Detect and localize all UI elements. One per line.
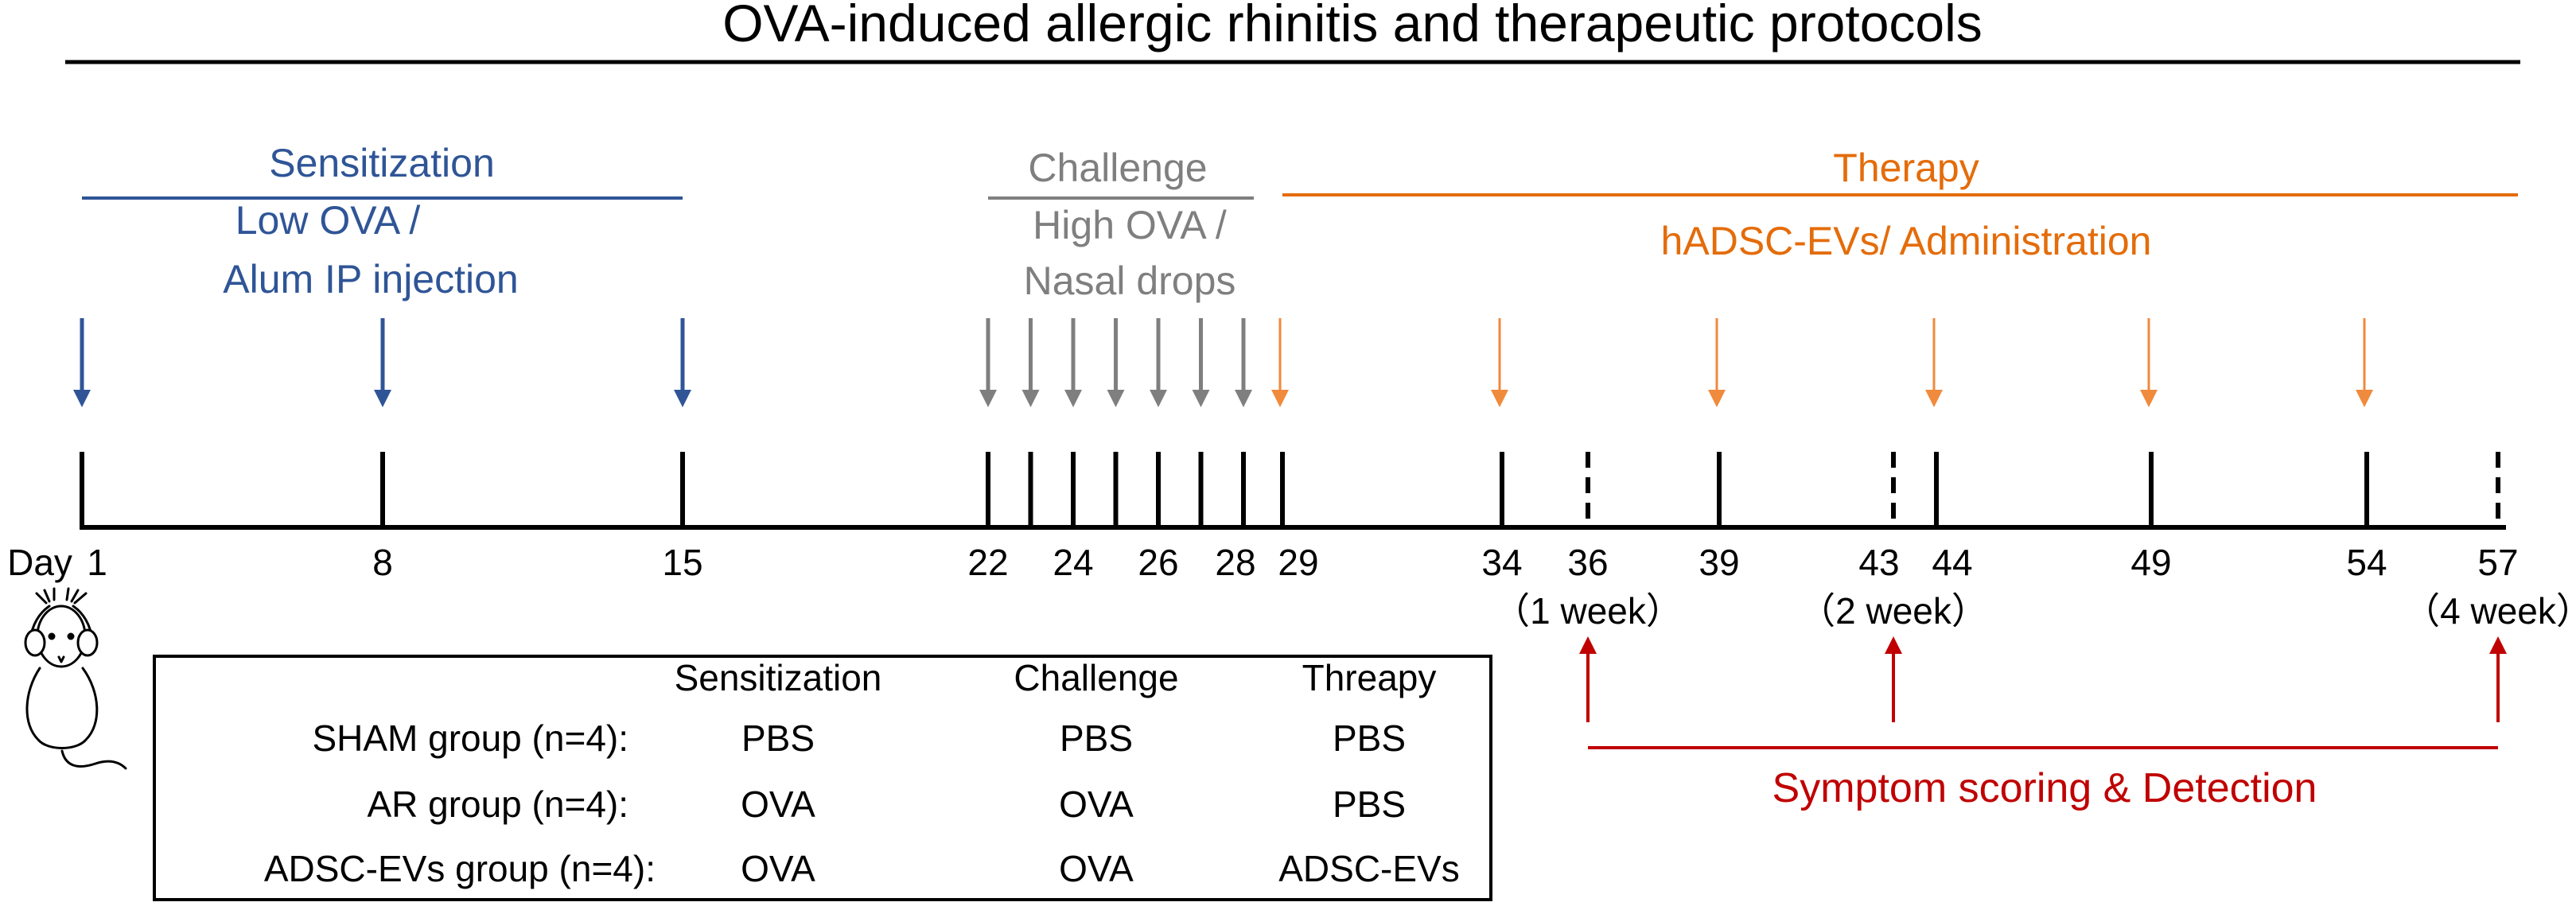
therapy-arrow [1925, 318, 1943, 407]
sensitization-sub-1: Low OVA / [235, 198, 421, 243]
timeline-week-labels: （1 week） （2 week） （4 week） [1493, 590, 2576, 632]
sensitization-arrow [374, 318, 391, 407]
challenge-arrow [1192, 318, 1210, 407]
detection-arrows [1579, 636, 2507, 722]
table-row: AR group (n=4): OVA OVA PBS [367, 784, 1406, 825]
table-header-sensitization: Sensitization [675, 657, 882, 698]
mouse-icon [24, 587, 127, 770]
therapy-label: Therapy [1833, 146, 1979, 190]
challenge-arrow [1235, 318, 1252, 407]
therapy-sub-1: hADSC-EVs/ Administration [1661, 219, 2152, 263]
table-cell: PBS [1333, 784, 1406, 825]
timeline-arrows [73, 318, 2373, 407]
detection-arrow [1885, 636, 1902, 722]
challenge-sub-2: Nasal drops [1024, 259, 1236, 303]
detection-arrow [1579, 636, 1597, 722]
tick-label: 15 [662, 542, 702, 583]
tick-label: 22 [967, 542, 1008, 583]
therapy-arrow [1491, 318, 1508, 407]
week-label: （4 week） [2403, 590, 2576, 632]
day-prefix: Day [7, 542, 72, 583]
sensitization-sub-2: Alum IP injection [223, 257, 518, 301]
challenge-sub-1: High OVA / [1033, 203, 1227, 247]
table-row: ADSC-EVs group (n=4): OVA OVA ADSC-EVs [264, 848, 1460, 889]
tick-label: 24 [1053, 542, 1093, 583]
tick-label: 44 [1932, 542, 1972, 583]
timeline-ticks [80, 452, 2500, 527]
challenge-arrow [1021, 318, 1040, 407]
tick-label: 49 [2130, 542, 2171, 583]
tick-label: 8 [372, 542, 393, 583]
table-cell: OVA [1059, 784, 1134, 825]
table-cell: OVA [741, 784, 815, 825]
challenge-arrow [1107, 318, 1125, 407]
table-row-group: SHAM group (n=4): [312, 717, 628, 759]
therapy-arrow [2140, 318, 2158, 407]
table-header-therapy: Threapy [1302, 657, 1437, 698]
table-row: SHAM group (n=4): PBS PBS PBS [312, 717, 1406, 759]
table-cell: PBS [741, 717, 815, 759]
tick-label: 36 [1567, 542, 1608, 583]
tick-label: 39 [1699, 542, 1739, 583]
table-row-group: AR group (n=4): [367, 784, 628, 825]
therapy-arrow [1708, 318, 1726, 407]
table-cell: OVA [741, 848, 815, 889]
therapy-arrow [2356, 318, 2373, 407]
sensitization-arrow [674, 318, 691, 407]
table-header-challenge: Challenge [1014, 657, 1178, 698]
tick-label: 57 [2477, 542, 2518, 583]
challenge-arrow [1150, 318, 1167, 407]
challenge-label: Challenge [1028, 146, 1207, 190]
table-row-group: ADSC-EVs group (n=4): [264, 848, 656, 889]
sensitization-label: Sensitization [269, 141, 495, 185]
tick-label: 26 [1138, 542, 1178, 583]
groups-table [153, 655, 1492, 901]
table-cell: ADSC-EVs [1278, 848, 1459, 889]
table-cell: PBS [1060, 717, 1133, 759]
tick-label: 28 [1215, 542, 1255, 583]
table-header-row: Sensitization Challenge Threapy [675, 657, 1437, 698]
diagram-title: OVA-induced allergic rhinitis and therap… [722, 0, 1983, 52]
therapy-arrow [1271, 318, 1289, 407]
tick-label: 1 [87, 542, 107, 583]
detection-arrow [2489, 636, 2507, 722]
table-cell: PBS [1333, 717, 1406, 759]
week-label: （1 week） [1493, 590, 1683, 632]
week-label: （2 week） [1799, 590, 1988, 632]
sensitization-arrow [73, 318, 91, 407]
table-cell: OVA [1059, 848, 1134, 889]
challenge-arrow [979, 318, 997, 407]
challenge-arrow [1064, 318, 1082, 407]
timeline-tick-labels: 1 8 15 22 24 26 28 29 34 36 39 43 44 49 54 57 [87, 542, 2518, 583]
tick-label: 34 [1481, 542, 1522, 583]
tick-label: 29 [1278, 542, 1318, 583]
detection-label: Symptom scoring & Detection [1772, 765, 2317, 811]
tick-label: 54 [2346, 542, 2387, 583]
tick-label: 43 [1858, 542, 1899, 583]
